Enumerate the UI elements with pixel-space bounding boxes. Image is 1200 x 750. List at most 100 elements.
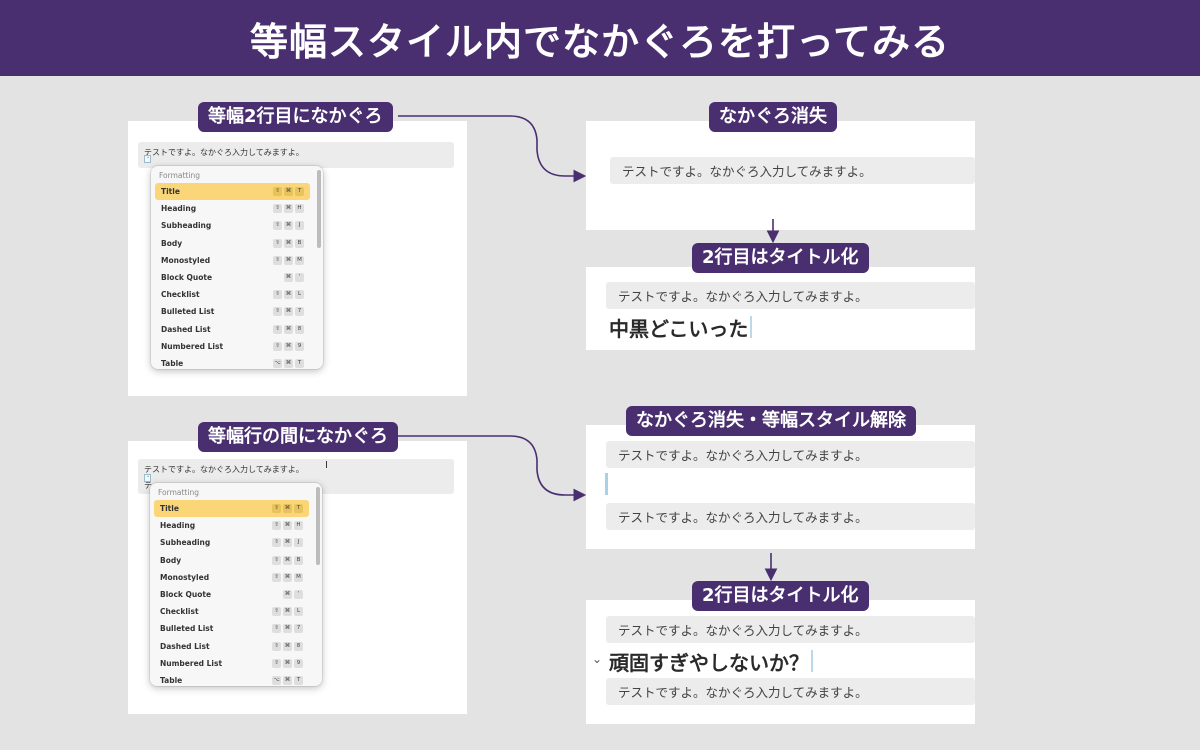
menu-item-subheading[interactable]: Subheading⇧⌘J — [154, 534, 309, 551]
section2-badge: 等幅行の間になかぐろ — [198, 422, 398, 452]
menu-item-table[interactable]: Table⌥⌘T — [154, 672, 309, 686]
shortcut-key: ⇧ — [273, 187, 282, 196]
result1-bottom-badge: 2行目はタイトル化 — [692, 243, 869, 273]
section1-badge: 等幅2行目になかぐろ — [198, 102, 393, 132]
menu-item-label: Block Quote — [161, 273, 213, 282]
menu-item-block-quote[interactable]: Block Quote⌘' — [154, 586, 309, 603]
menu-scrollbar[interactable] — [317, 170, 321, 248]
menu-item-label: Table — [161, 359, 184, 368]
shortcut-key: ⌘ — [284, 324, 293, 334]
menu-item-label: Bulleted List — [161, 307, 215, 317]
shortcut-keys: ⇧⌘M — [272, 572, 303, 582]
menu-item-dashed-list[interactable]: Dashed List⇧⌘8 — [154, 638, 309, 655]
menu-item-numbered-list[interactable]: Numbered List⇧⌘9 — [155, 338, 310, 355]
shortcut-keys: ⇧⌘T — [272, 504, 303, 513]
arrow-section1 — [398, 115, 587, 183]
menu-item-monostyled[interactable]: Monostyled⇧⌘M — [155, 252, 310, 269]
menu-item-monostyled[interactable]: Monostyled⇧⌘M — [154, 569, 309, 586]
shortcut-key: ⌘ — [283, 676, 292, 685]
shortcut-key: T — [295, 359, 304, 368]
shortcut-key: ⇧ — [273, 255, 282, 265]
shortcut-key: J — [295, 221, 304, 231]
text-cursor — [605, 473, 608, 495]
menu-item-table[interactable]: Table⌥⌘T — [155, 355, 310, 369]
shortcut-key: ⌘ — [284, 359, 293, 368]
result-panel-1-bottom: テストですよ。なかぐろ入力してみますよ。 中黒どこいった — [586, 267, 975, 350]
menu-item-title[interactable]: Title⇧⌘T — [154, 500, 309, 517]
monostyled-row[interactable]: テストですよ。なかぐろ入力してみますよ。 — [606, 282, 975, 309]
menu-item-dashed-list[interactable]: Dashed List⇧⌘8 — [155, 321, 310, 338]
shortcut-keys: ⇧⌘9 — [272, 658, 303, 668]
menu-item-body[interactable]: Body⇧⌘B — [154, 552, 309, 569]
result1-top-badge: なかぐろ消失 — [709, 102, 837, 132]
notes-panel-1: テストですよ。なかぐろ入力してみますよ。 ・ ➤ Formatting Titl… — [128, 121, 467, 396]
chevron-down-icon[interactable]: ⌄ — [592, 652, 603, 666]
shortcut-key: ⌘ — [283, 538, 292, 548]
menu-item-heading[interactable]: Heading ⇧⌘H — [155, 200, 310, 217]
monostyled-row[interactable]: テストですよ。なかぐろ入力してみますよ。 — [606, 441, 975, 468]
menu-item-block-quote[interactable]: Block Quote⌘' — [155, 269, 310, 286]
monostyled-block[interactable]: テストですよ。なかぐろ入力してみますよ。 — [138, 142, 454, 168]
ibeam-cursor-icon: I — [325, 460, 328, 471]
shortcut-key: ⇧ — [272, 607, 281, 617]
menu-item-label: Title — [161, 187, 180, 196]
shortcut-keys: ⇧⌘L — [272, 607, 303, 617]
text-cursor — [811, 650, 813, 672]
menu-item-label: Checklist — [161, 290, 200, 300]
menu-item-body[interactable]: Body⇧⌘B — [155, 235, 310, 252]
shortcut-key: H — [295, 204, 304, 214]
menu-item-label: Numbered List — [161, 341, 224, 351]
menu-item-bulleted-list[interactable]: Bulleted List ⇧⌘7 — [154, 620, 309, 637]
menu-item-checklist[interactable]: Checklist⇧⌘L — [155, 286, 310, 303]
shortcut-keys: ⌘' — [283, 590, 303, 599]
shortcut-key: B — [295, 238, 304, 248]
shortcut-key: ⇧ — [273, 204, 282, 214]
menu-item-numbered-list[interactable]: Numbered List⇧⌘9 — [154, 655, 309, 672]
menu-item-label: Bulleted List — [160, 624, 214, 634]
monostyled-row[interactable]: テストですよ。なかぐろ入力してみますよ。 — [606, 503, 975, 530]
title-line[interactable]: 中黒どこいった — [609, 314, 753, 341]
shortcut-key: ⌘ — [284, 221, 293, 231]
memo-text-below: テ — [144, 481, 152, 490]
shortcut-keys: ⇧⌘B — [272, 555, 303, 565]
menu-item-checklist[interactable]: Checklist ⇧⌘L — [154, 603, 309, 620]
menu-item-title[interactable]: Title⇧⌘T — [155, 183, 310, 200]
shortcut-keys: ⇧⌘8 — [272, 641, 303, 651]
banner-title: 等幅スタイル内でなかぐろを打ってみる — [0, 0, 1200, 76]
shortcut-key: ' — [295, 273, 304, 282]
menu-item-subheading[interactable]: Subheading⇧⌘J — [155, 217, 310, 234]
shortcut-key: 7 — [294, 624, 303, 634]
shortcut-key: ⇧ — [273, 290, 282, 300]
memo-text: テストですよ。なかぐろ入力してみますよ。 — [144, 465, 304, 474]
shortcut-key: ⌘ — [284, 187, 293, 196]
shortcut-key: ⌘ — [284, 290, 293, 300]
shortcut-key: ⌘ — [284, 255, 293, 265]
menu-item-label: Checklist — [160, 607, 199, 617]
shortcut-key: ⌘ — [283, 607, 292, 617]
monostyled-row[interactable]: テストですよ。なかぐろ入力してみますよ。 — [606, 678, 975, 705]
shortcut-keys: ⇧⌘7 — [272, 624, 303, 634]
result-panel-2-top: テストですよ。なかぐろ入力してみますよ。 テストですよ。なかぐろ入力してみますよ… — [586, 425, 975, 549]
title-line[interactable]: 頑固すぎやしないか？ — [609, 648, 813, 675]
shortcut-key: M — [294, 572, 303, 582]
notes-panel-2: テストですよ。なかぐろ入力してみますよ。 テ ・ I Formatting Ti… — [128, 441, 467, 714]
monostyled-row[interactable]: テストですよ。なかぐろ入力してみますよ。 — [606, 616, 975, 643]
menu-item-label: Table — [160, 676, 183, 685]
menu-item-bulleted-list[interactable]: Bulleted List ⇧⌘7 — [155, 303, 310, 320]
shortcut-keys: ⇧⌘7 — [273, 307, 304, 317]
shortcut-key: L — [294, 607, 303, 617]
menu-scrollbar[interactable] — [316, 487, 320, 565]
shortcut-key: 9 — [294, 658, 303, 668]
shortcut-keys: ⇧⌘J — [272, 538, 303, 548]
monostyled-row[interactable]: テストですよ。なかぐろ入力してみますよ。 — [610, 157, 975, 184]
shortcut-key: ⌘ — [284, 204, 293, 214]
shortcut-key: 8 — [295, 324, 304, 334]
shortcut-key: H — [294, 521, 303, 531]
menu-item-heading[interactable]: Heading⇧⌘H — [154, 517, 309, 534]
menu-item-label: Heading — [161, 204, 197, 214]
shortcut-keys: ⇧⌘8 — [273, 324, 304, 334]
shortcut-key: ⌘ — [283, 658, 292, 668]
